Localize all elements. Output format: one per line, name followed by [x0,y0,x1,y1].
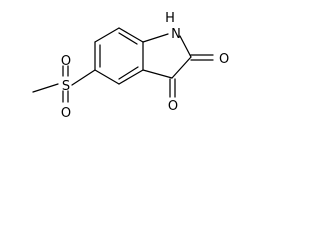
benzene-ring [94,27,144,85]
bond-c7a-n1 [142,33,169,43]
five-membered-ring [142,33,192,79]
sulfonyl-oxygen-bottom-label: O [61,106,71,121]
aromatic-inner-bond-c4-c3a [118,66,139,80]
nitrogen-h-label: H [165,11,175,26]
methylsulfonyl-group [32,65,96,103]
nitrogen-label: N [171,27,181,42]
sulfur-label: S [62,79,70,94]
sulfonyl-oxygen-top-label: O [61,54,71,69]
bond-s-methyl [32,83,59,93]
bond-c7-c6 [94,27,120,43]
bond-c2-c3 [171,56,192,79]
bond-c5-s [71,69,96,86]
carbonyl-groups [169,54,214,98]
bond-c7a-c7 [118,27,144,43]
bond-c4-c3a [118,69,144,85]
bond-c3-c3a [142,69,173,79]
bond-n1-c2 [179,35,192,58]
oxygen-label-c3: O [168,99,178,114]
bond-c5-c4 [94,69,120,85]
oxygen-label-c2: O [219,52,229,67]
atom-labels: H N O O S O O [61,11,229,121]
chemical-structure: H N O O S O O [32,11,229,121]
aromatic-inner-bond-c7a-c7 [118,32,138,45]
